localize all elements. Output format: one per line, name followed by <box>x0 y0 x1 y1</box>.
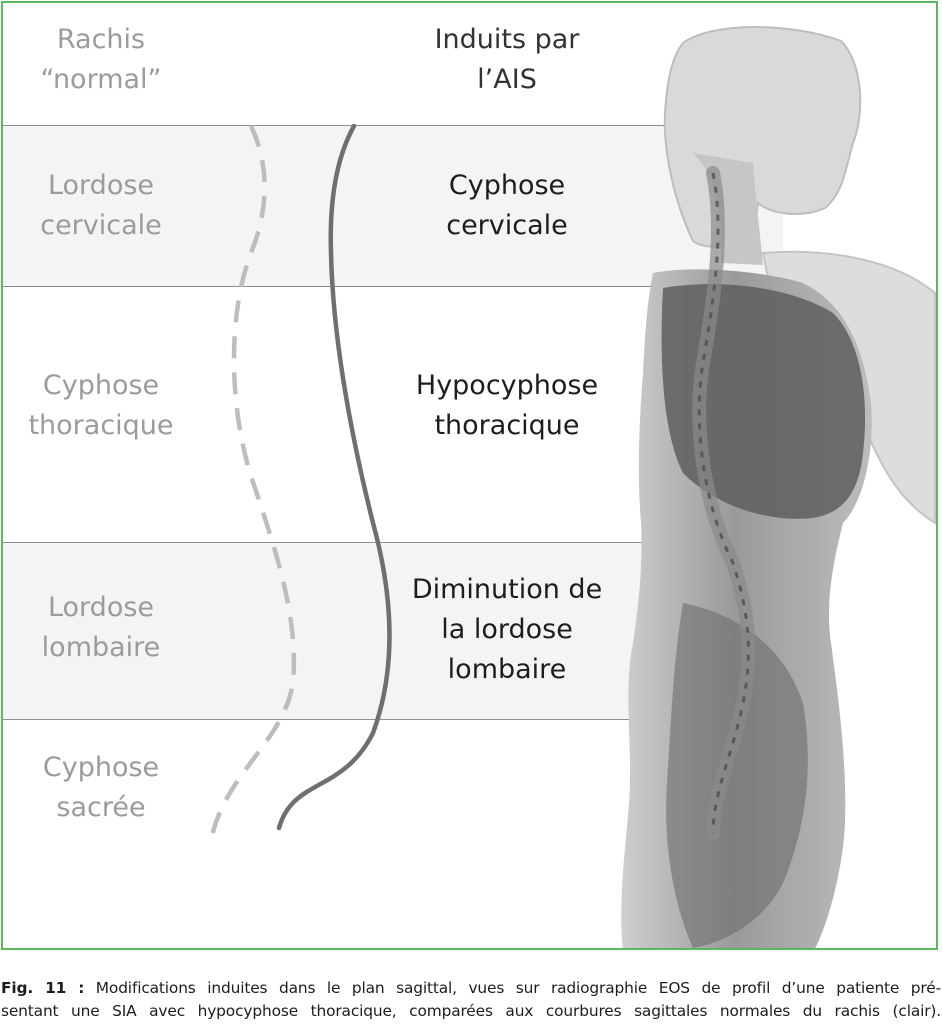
caption-line-2: sentant une SIA avec hypocyphose thoraci… <box>1 1002 941 1020</box>
label-normal-lumbar: Lordose lombaire <box>41 592 161 663</box>
label-ais-cervical: Cyphose cervicale <box>446 170 568 241</box>
figure-caption: Fig. 11 : Modifications induites dans le… <box>1 977 941 1023</box>
label-ais-lumbar: Diminution de la lordose lombaire <box>411 574 603 685</box>
caption-label: Fig. 11 : <box>1 979 85 997</box>
ais-spine-curve <box>276 123 392 831</box>
divider-line <box>3 542 783 543</box>
header-normal-spine: Rachis “normal” <box>40 24 162 95</box>
band-cervical <box>3 125 783 286</box>
label-ais-thoracic: Hypocyphose thoracique <box>415 370 599 441</box>
eos-xray-image <box>621 26 936 948</box>
figure-frame: Rachis “normal” Induits par l’AIS Lordos… <box>1 1 938 950</box>
label-normal-sacral: Cyphose sacrée <box>42 752 160 823</box>
divider-line <box>3 125 783 126</box>
normal-spine-curve <box>208 125 297 841</box>
divider-line <box>3 719 783 720</box>
divider-line <box>3 286 783 287</box>
caption-line-1: Fig. 11 : Modifications induites dans le… <box>1 979 941 997</box>
label-normal-thoracic: Cyphose thoracique <box>28 370 174 441</box>
label-normal-cervical: Lordose cervicale <box>40 170 162 241</box>
spine-curves <box>208 123 392 841</box>
header-ais-induced: Induits par l’AIS <box>434 24 580 95</box>
